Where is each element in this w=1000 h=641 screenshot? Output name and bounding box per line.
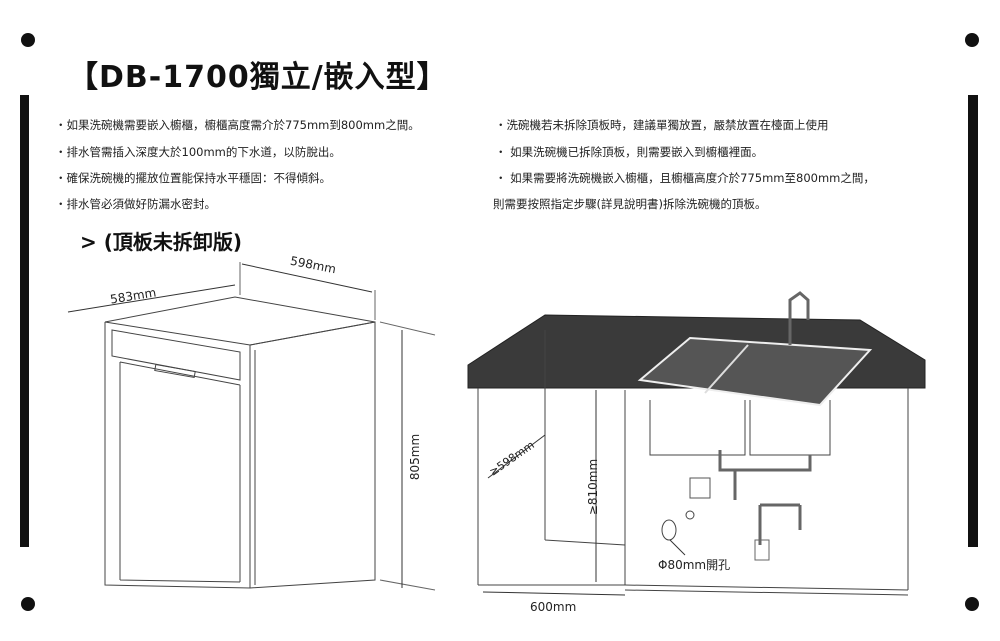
cabinet-height-label: ≥810mm: [586, 458, 601, 516]
drain-hole-label: Φ80mm開孔: [658, 558, 731, 572]
right-margin-bar: [968, 95, 978, 547]
page-title: 【DB-1700獨立/嵌入型】: [68, 60, 448, 95]
note-item: ・確保洗碗機的擺放位置能保持水平穩固：不得傾斜。: [55, 171, 331, 185]
note-item: 則需要按照指定步驟(詳見說明書)拆除洗碗機的頂板。: [493, 197, 767, 211]
corner-dot-bottom-right: [965, 597, 979, 611]
note-item: ・排水管需插入深度大於100mm的下水道，以防脫出。: [55, 145, 341, 159]
note-item: ・ 如果洗碗機已拆除頂板，則需要嵌入到櫥櫃裡面。: [495, 145, 764, 159]
corner-dot-bottom-left: [21, 597, 35, 611]
dishwasher-height-label: 805mm: [408, 433, 423, 481]
dishwasher-drawing: [67, 262, 436, 591]
note-item: ・洗碗機若未拆除頂板時，建議單獨放置，嚴禁放置在檯面上使用: [495, 118, 829, 132]
note-item: ・ 如果需要將洗碗機嵌入櫥櫃，且櫥櫃高度介於775mm至800mm之間，: [495, 171, 875, 185]
note-item: ・如果洗碗機需要嵌入櫥櫃，櫥櫃高度需介於775mm到800mm之間。: [55, 118, 420, 132]
cabinet-drawing: [467, 291, 926, 596]
cabinet-depth-label: 600mm: [530, 600, 577, 614]
section-subtitle: > (頂板未拆卸版): [80, 230, 243, 254]
left-margin-bar: [20, 95, 29, 547]
corner-dot-top-right: [965, 33, 979, 47]
corner-dot-top-left: [21, 33, 35, 47]
note-item: ・排水管必須做好防漏水密封。: [55, 197, 216, 211]
